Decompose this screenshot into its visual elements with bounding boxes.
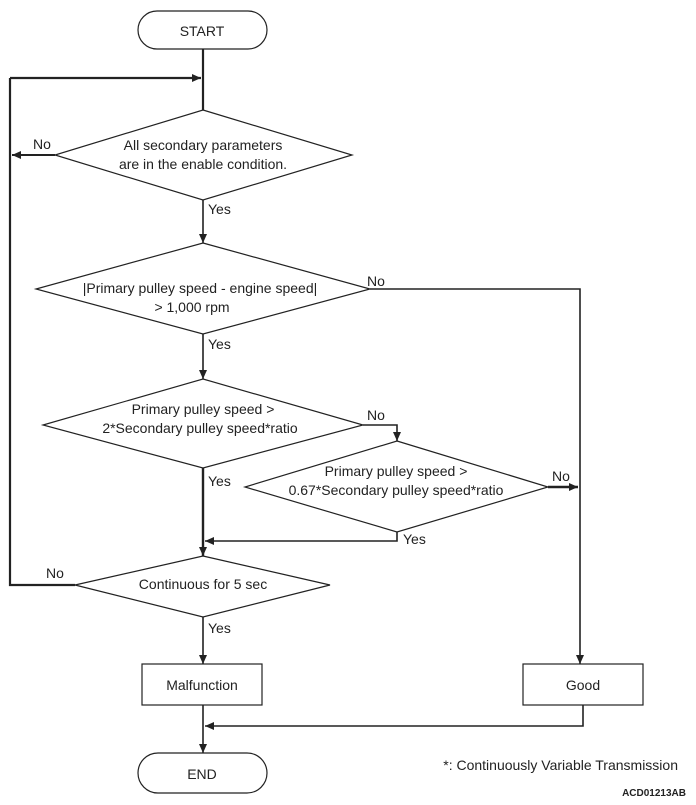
start-terminal <box>137 10 268 50</box>
figure-code: ACD01213AB <box>622 788 686 799</box>
ratio-high-decision <box>40 378 366 469</box>
connector-good-to-end <box>205 705 584 730</box>
malfunction-box <box>141 663 263 706</box>
end-label: END <box>187 766 217 782</box>
ratio-low-yes-label: Yes <box>403 531 426 547</box>
enable-decision-line-2: are in the enable condition. <box>119 156 287 172</box>
ratio-high-decision-line-1: Primary pulley speed > <box>132 401 275 417</box>
speed-diff-no-label: No <box>367 273 385 289</box>
footnote: *: Continuously Variable Transmission <box>443 757 678 773</box>
ratio-high-yes-label: Yes <box>208 473 231 489</box>
ratio-low-decision <box>242 440 551 533</box>
connector-continuous-no-loop <box>8 78 75 587</box>
good-label: Good <box>566 677 600 693</box>
connector-ratio-low-yes <box>205 532 398 545</box>
speed-diff-decision-line-2: > 1,000 rpm <box>154 299 229 315</box>
ratio-high-no-label: No <box>367 407 385 423</box>
start-label: START <box>180 23 225 39</box>
end-terminal <box>137 752 268 794</box>
connector-ratio-high-no <box>363 424 401 441</box>
ratio-high-decision-line-2: 2*Secondary pulley speed*ratio <box>102 420 298 436</box>
ratio-low-decision-line-2: 0.67*Secondary pulley speed*ratio <box>289 482 504 498</box>
speed-diff-yes-label: Yes <box>208 336 231 352</box>
continuous-decision-label: Continuous for 5 sec <box>139 576 267 592</box>
continuous-no-label: No <box>46 565 64 581</box>
speed-difference-decision <box>33 242 373 335</box>
enable-yes-label: Yes <box>208 201 231 217</box>
speed-diff-decision-line-1: |Primary pulley speed - engine speed| <box>83 280 318 296</box>
continuous-decision <box>74 555 331 618</box>
good-box <box>522 663 644 706</box>
enable-condition-decision <box>52 109 355 201</box>
ratio-low-no-label: No <box>552 468 570 484</box>
enable-decision-line-1: All secondary parameters <box>124 137 283 153</box>
continuous-yes-label: Yes <box>208 620 231 636</box>
ratio-low-decision-line-1: Primary pulley speed > <box>325 463 468 479</box>
enable-no-label: No <box>33 136 51 152</box>
connector-speed-diff-no <box>370 288 584 664</box>
malfunction-label: Malfunction <box>166 677 238 693</box>
